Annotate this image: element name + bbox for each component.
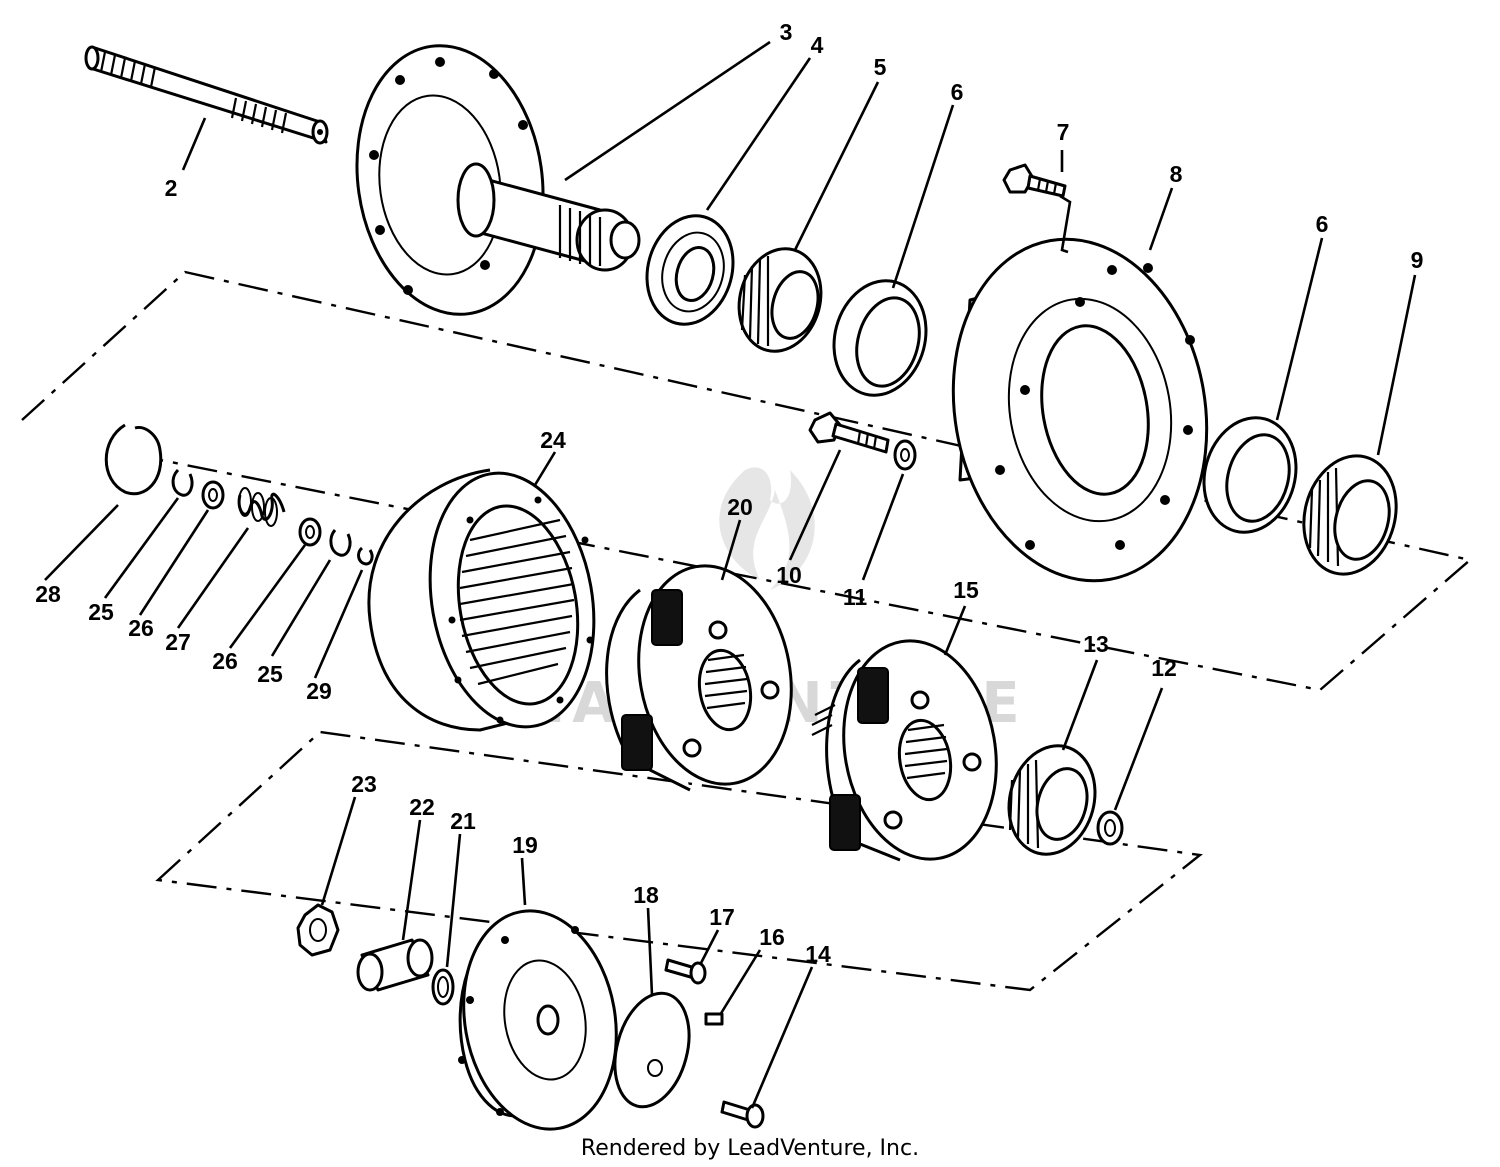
spacer-washer-a [201, 480, 225, 510]
callout-26-left: 26 [128, 615, 154, 641]
hub-cover [458, 909, 618, 1131]
bearing-cone-outer [1302, 454, 1398, 576]
wheel-hub-housing [951, 237, 1209, 583]
centerlines [21, 270, 1473, 992]
oil-seal [645, 214, 735, 326]
callout-28: 28 [35, 581, 61, 607]
planet-pin [356, 938, 434, 992]
callout-25-right: 25 [257, 661, 283, 687]
bearing-cup-outer-b [1202, 416, 1298, 534]
callout-labels: 2 3 4 5 6 7 8 6 9 10 11 12 13 14 15 16 1… [35, 19, 1423, 967]
callout-7: 7 [1057, 119, 1070, 145]
callout-13: 13 [1083, 631, 1109, 657]
callout-9: 9 [1411, 247, 1424, 273]
callout-25-left: 25 [88, 599, 114, 625]
sun-gear [1007, 744, 1097, 856]
callout-27: 27 [165, 629, 191, 655]
callout-6-lower: 6 [1316, 211, 1329, 237]
sun-gear-washer [1096, 810, 1124, 846]
callout-10: 10 [776, 562, 802, 588]
callout-4: 4 [811, 32, 824, 58]
cover-plate [613, 991, 691, 1109]
cover-bolt [720, 1100, 765, 1129]
planet-carrier-primary [605, 564, 793, 792]
bearing-cup-outer-a [832, 279, 928, 397]
callout-18: 18 [633, 882, 659, 908]
bearing-cone-inner [737, 247, 823, 353]
snap-ring-small-a [171, 468, 194, 497]
callout-17: 17 [709, 904, 735, 930]
callout-5: 5 [874, 54, 887, 80]
thrust-washer [893, 439, 917, 471]
snap-ring-large [104, 423, 163, 496]
hub-bolt [1002, 163, 1067, 198]
callout-3: 3 [780, 19, 793, 45]
callout-24: 24 [540, 427, 566, 453]
callout-26-right: 26 [212, 648, 238, 674]
centerline-lower [155, 730, 1203, 992]
leader-lines [44, 40, 1417, 1109]
callout-29: 29 [306, 678, 332, 704]
callout-14: 14 [805, 941, 831, 967]
callout-23: 23 [351, 771, 377, 797]
planet-carrier-secondary [811, 639, 998, 862]
compression-spring [237, 487, 286, 527]
lock-plate [296, 903, 340, 957]
carrier-bolt [808, 411, 890, 454]
callout-21: 21 [450, 808, 476, 834]
plug [704, 1012, 724, 1026]
ring-gear [367, 468, 596, 732]
callout-8: 8 [1170, 161, 1183, 187]
render-credit: Rendered by LeadVenture, Inc. [581, 1136, 919, 1161]
callout-2: 2 [165, 175, 178, 201]
callout-15: 15 [953, 577, 979, 603]
cover-screw [664, 958, 707, 985]
spindle-flange [355, 44, 641, 316]
retaining-clip [357, 546, 374, 566]
callout-11: 11 [843, 584, 868, 610]
snap-ring-small-b [329, 529, 352, 557]
callout-16: 16 [759, 924, 785, 950]
callout-19: 19 [512, 832, 538, 858]
callout-6-upper: 6 [951, 79, 964, 105]
axle-shaft [84, 45, 329, 145]
callout-22: 22 [409, 794, 435, 820]
pin-o-ring [431, 968, 455, 1006]
callout-20: 20 [727, 494, 753, 520]
spacer-washer-b [298, 517, 322, 547]
callout-12: 12 [1151, 655, 1177, 681]
